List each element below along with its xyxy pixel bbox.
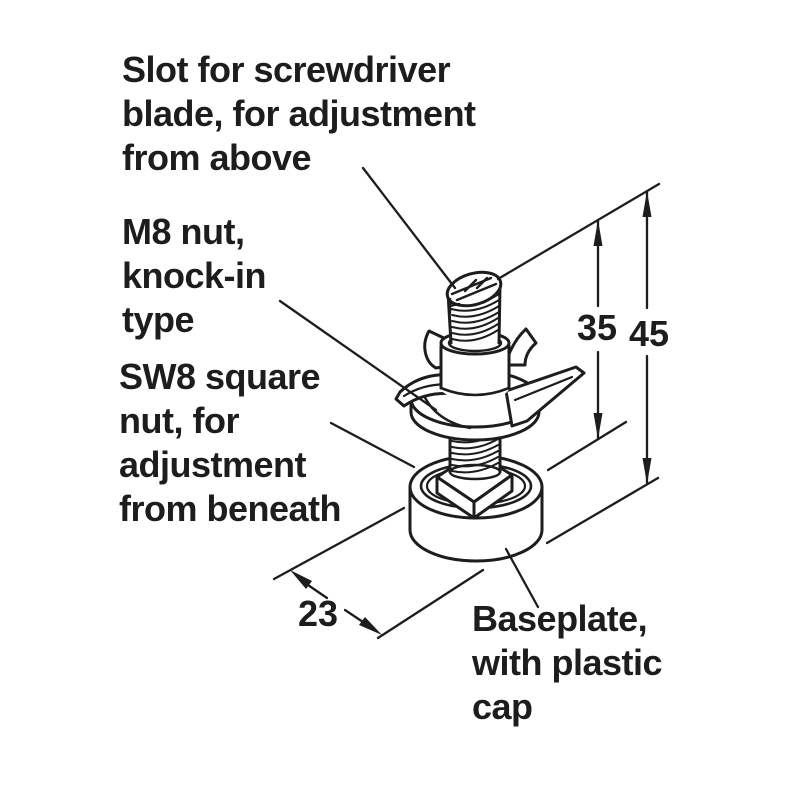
ext-23-left xyxy=(272,506,406,581)
dimension-value-35: 35 xyxy=(577,307,618,348)
ext-35-bottom xyxy=(546,420,628,472)
dimension-23 xyxy=(290,570,382,635)
label-m8-line2: knock-in xyxy=(122,255,267,296)
leader-lines xyxy=(278,166,540,609)
leader-slot xyxy=(361,166,457,290)
knock-in-nut-part xyxy=(394,327,586,442)
dimension-45 xyxy=(642,190,652,485)
label-slot-line1: Slot for screwdriver xyxy=(122,49,451,90)
label-sw8-line3: adjustment xyxy=(119,444,307,485)
label-m8-nut: M8 nut, knock-in type xyxy=(122,210,267,342)
label-baseplate: Baseplate, with plastic cap xyxy=(472,597,663,729)
label-sw8-line4: from beneath xyxy=(119,488,342,529)
dimension-35 xyxy=(593,219,603,440)
leader-sw8-nut xyxy=(329,421,416,469)
screwdriver-slot xyxy=(448,276,498,315)
label-baseplate-line3: cap xyxy=(472,686,533,727)
label-baseplate-line2: with plastic xyxy=(472,642,663,683)
ext-top xyxy=(496,182,661,281)
leader-baseplate xyxy=(504,547,540,609)
label-m8-line1: M8 nut, xyxy=(122,211,245,252)
ext-23-right xyxy=(376,568,485,640)
dimension-value-23: 23 xyxy=(298,593,339,634)
leader-m8-nut xyxy=(278,299,438,412)
label-slot-line2: blade, for adjustment xyxy=(122,93,476,134)
dimension-value-45: 45 xyxy=(629,313,670,354)
ext-45-bottom xyxy=(545,476,660,545)
label-baseplate-line1: Baseplate, xyxy=(472,598,648,639)
extension-lines xyxy=(272,182,661,640)
label-m8-line3: type xyxy=(122,299,195,340)
label-sw8-nut: SW8 square nut, for adjustment from bene… xyxy=(119,355,342,531)
label-slot-line3: from above xyxy=(122,137,312,178)
label-slot: Slot for screwdriver blade, for adjustme… xyxy=(122,48,476,180)
label-sw8-line2: nut, for xyxy=(119,400,239,441)
label-sw8-line1: SW8 square xyxy=(119,356,321,397)
